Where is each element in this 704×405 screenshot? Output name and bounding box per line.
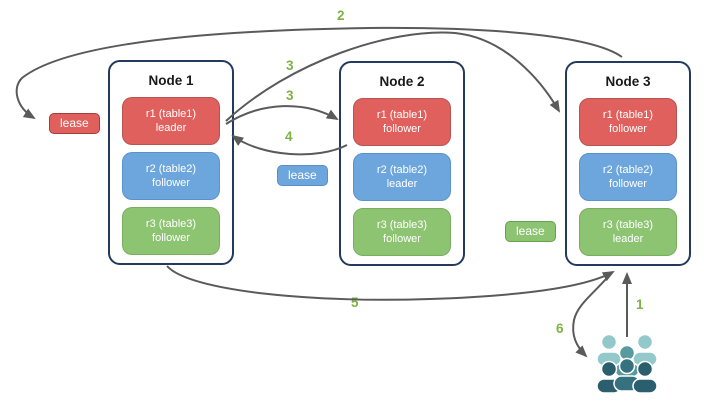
replica-name: r1 (table1) bbox=[376, 108, 428, 121]
arrow-step-5 bbox=[166, 265, 615, 301]
step-label-3b: 3 bbox=[286, 88, 294, 103]
person-icon bbox=[596, 360, 622, 394]
step-label-4: 4 bbox=[285, 129, 293, 144]
step-label-6: 6 bbox=[556, 321, 564, 336]
replica-role: follower bbox=[609, 123, 647, 135]
person-icon bbox=[632, 333, 658, 367]
lease-tag-red: lease bbox=[49, 113, 100, 135]
replica-name: r3 (table3) bbox=[376, 218, 428, 231]
replica-role: follower bbox=[152, 177, 190, 189]
replica-name: r3 (table3) bbox=[145, 217, 197, 230]
replica-name: r1 (table1) bbox=[145, 107, 197, 120]
replica-role: follower bbox=[152, 232, 190, 244]
arrow-step-3-to-node2 bbox=[225, 105, 339, 125]
lease-tag-blue: lease bbox=[277, 165, 328, 187]
step-label-3a: 3 bbox=[286, 58, 294, 73]
person-icon bbox=[596, 333, 622, 367]
node-1-box: Node 1 r1 (table1) leader r2 (table2) fo… bbox=[108, 60, 234, 265]
node-2-replica-r1: r1 (table1) follower bbox=[353, 98, 451, 146]
replica-role: follower bbox=[383, 123, 421, 135]
replica-role: leader bbox=[155, 122, 187, 134]
replica-name: r2 (table2) bbox=[602, 163, 654, 176]
step-label-2: 2 bbox=[337, 8, 345, 23]
lease-tag-green: lease bbox=[505, 221, 556, 243]
person-icon bbox=[632, 360, 658, 394]
replica-name: r3 (table3) bbox=[602, 218, 654, 231]
node-3-replica-r2: r2 (table2) follower bbox=[579, 153, 677, 201]
arrow-step-6 bbox=[572, 271, 613, 358]
replica-role: leader bbox=[386, 178, 418, 190]
node-3-replica-r1: r1 (table1) follower bbox=[579, 98, 677, 146]
node-3-replica-r3: r3 (table3) leader bbox=[579, 208, 677, 256]
node-1-title: Node 1 bbox=[148, 73, 194, 88]
person-icon bbox=[614, 344, 640, 378]
node-2-box: Node 2 r1 (table1) follower r2 (table2) … bbox=[339, 61, 465, 266]
node-3-box: Node 3 r1 (table1) follower r2 (table2) … bbox=[565, 61, 691, 266]
node-3-title: Node 3 bbox=[605, 74, 651, 89]
node-1-replica-r1: r1 (table1) leader bbox=[122, 97, 220, 145]
replica-name: r1 (table1) bbox=[602, 108, 654, 121]
users-group-icon bbox=[596, 333, 658, 394]
step-label-5: 5 bbox=[351, 295, 359, 310]
person-icon bbox=[613, 357, 641, 392]
node-2-replica-r3: r3 (table3) follower bbox=[353, 208, 451, 256]
replica-role: follower bbox=[383, 233, 421, 245]
node-2-title: Node 2 bbox=[379, 74, 425, 89]
node-1-replica-r2: r2 (table2) follower bbox=[122, 152, 220, 200]
replica-role: leader bbox=[612, 233, 644, 245]
replica-name: r2 (table2) bbox=[145, 162, 197, 175]
replica-role: follower bbox=[609, 178, 647, 190]
node-1-replica-r3: r3 (table3) follower bbox=[122, 207, 220, 255]
replica-name: r2 (table2) bbox=[376, 163, 428, 176]
step-label-1: 1 bbox=[636, 297, 644, 312]
node-2-replica-r2: r2 (table2) leader bbox=[353, 153, 451, 201]
